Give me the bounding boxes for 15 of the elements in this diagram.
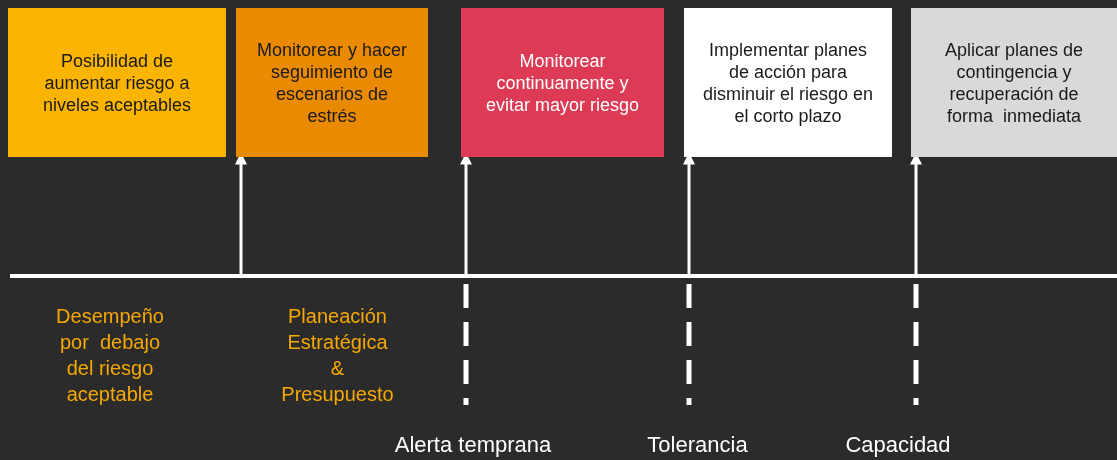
action-box (684, 8, 892, 157)
box-text: Monitorear continuamente y evitar mayor riesgo (484, 49, 641, 116)
threshold-label: Capacidad (844, 432, 952, 458)
box-text: Posibilidad de aumentar riesgo a niveles aceptables (41, 49, 193, 116)
box-text: Implementar planes de acción para disminuir el riesgo en el corto plazo (702, 38, 874, 127)
action-box (911, 8, 1117, 157)
box-text: Monitorear y hacer seguimiento de escenarios de estrés (255, 38, 409, 127)
strategy-label: Planeación Estratégica & Presupuesto (280, 304, 395, 407)
threshold-label: Tolerancia (646, 432, 749, 458)
threshold-label: Alerta temprana (393, 432, 553, 458)
strategy-label: Desempeño por debajo del riesgo aceptable (55, 304, 165, 407)
action-box (461, 8, 664, 157)
action-box (236, 8, 428, 157)
action-box (8, 8, 226, 157)
box-text: Aplicar planes de contingencia y recuperación de forma inmediata (943, 38, 1085, 127)
